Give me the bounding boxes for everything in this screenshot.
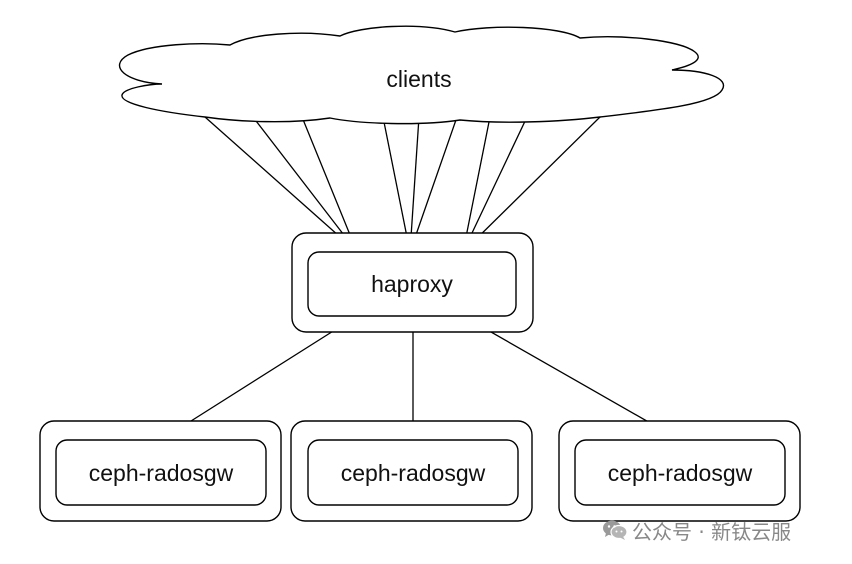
client-connection-line bbox=[409, 116, 458, 253]
gateway-label: ceph-radosgw bbox=[89, 460, 234, 486]
client-connection-line bbox=[301, 116, 358, 253]
client-connection-line bbox=[409, 116, 420, 253]
client-connections bbox=[204, 116, 601, 253]
gateway-inner-box bbox=[574, 439, 786, 506]
wechat-icon bbox=[603, 520, 628, 540]
gateway-inner-box bbox=[307, 439, 519, 506]
proxy-connection-line bbox=[160, 315, 358, 441]
client-connection-line bbox=[252, 116, 358, 253]
client-connection-line bbox=[462, 116, 491, 253]
proxy-connections bbox=[160, 315, 681, 441]
clients-cloud: clients bbox=[118, 25, 725, 125]
client-connection-line bbox=[204, 116, 358, 253]
clients-label: clients bbox=[386, 66, 451, 92]
gateway-label: ceph-radosgw bbox=[608, 460, 753, 486]
haproxy-inner-box bbox=[307, 251, 517, 317]
haproxy-label: haproxy bbox=[371, 271, 453, 297]
watermark: 公众号 · 新钛云服 bbox=[602, 517, 792, 544]
client-connection-line bbox=[382, 116, 411, 253]
client-connection-line bbox=[462, 116, 528, 253]
gateway-label: ceph-radosgw bbox=[341, 460, 486, 486]
cloud-shape bbox=[118, 25, 725, 125]
gateway-node: ceph-radosgw bbox=[558, 420, 801, 522]
gateway-node: ceph-radosgw bbox=[39, 420, 282, 522]
gateway-node: ceph-radosgw bbox=[290, 420, 533, 522]
haproxy-node: haproxy bbox=[291, 232, 534, 333]
client-connection-line bbox=[462, 116, 601, 253]
gateway-inner-box bbox=[55, 439, 267, 506]
watermark-text: 公众号 · 新钛云服 bbox=[632, 519, 792, 544]
proxy-connection-line bbox=[462, 315, 681, 441]
